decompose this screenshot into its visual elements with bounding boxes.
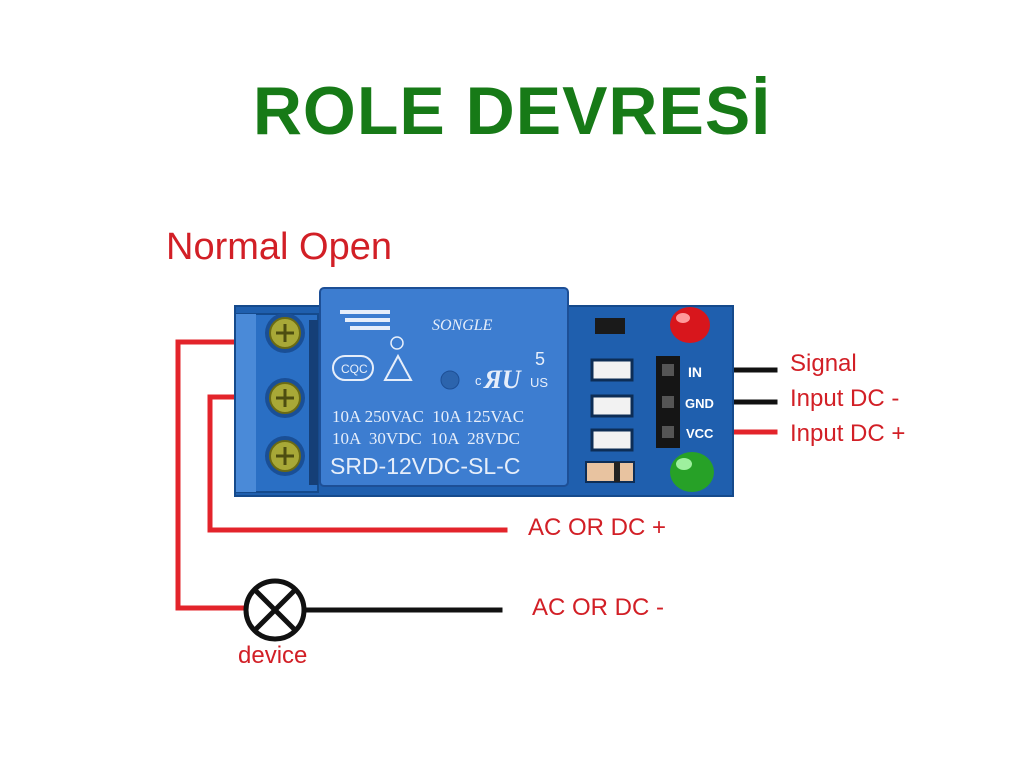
pin-header: IN GND VCC (656, 356, 714, 448)
relay-rating-1: 10A 250VAC 10A 125VAC (332, 407, 524, 426)
pin-label-gnd: GND (685, 396, 714, 411)
relay-brand: SONGLE (432, 317, 493, 334)
pin-label-in: IN (688, 364, 702, 380)
terminal-block (235, 313, 319, 493)
signal-label: Signal (790, 350, 857, 377)
terminal-screw-com (265, 378, 305, 418)
pin-label-vcc: VCC (686, 426, 714, 441)
input-dc-plus-label: Input DC + (790, 420, 906, 447)
terminal-screw-nc (265, 436, 305, 476)
led-power (670, 307, 710, 343)
input-dc-minus-label: Input DC - (790, 385, 900, 412)
relay-cqc: CQC (341, 362, 368, 376)
relay-model: SRD-12VDC-SL-C (330, 453, 520, 479)
led-status (670, 452, 714, 492)
relay-us: US (530, 375, 548, 390)
normal-open-label: Normal Open (166, 226, 392, 268)
smd-components (585, 318, 635, 483)
ac-dc-minus-label: AC OR DC - (532, 594, 664, 621)
relay-number: 5 (535, 349, 545, 369)
wire-com-to-ac-plus (207, 394, 508, 533)
relay-module: SONGLE CQC c ЯU 5 US 10A 250VAC 10A 125V… (234, 287, 734, 497)
relay-rating-2: 10A 30VDC 10A 28VDC (332, 429, 520, 448)
device-label: device (238, 642, 308, 669)
page-title: ROLE DEVRESİ (252, 73, 772, 149)
relay-body: SONGLE CQC c ЯU 5 US 10A 250VAC 10A 125V… (319, 287, 569, 487)
wire-no-to-device (175, 339, 249, 611)
device-lamp-icon (243, 578, 307, 642)
wires (175, 339, 778, 613)
terminal-screw-no (265, 313, 305, 353)
svg-text:c: c (475, 373, 482, 388)
svg-text:ЯU: ЯU (483, 365, 522, 394)
ac-dc-plus-label: AC OR DC + (528, 514, 667, 541)
